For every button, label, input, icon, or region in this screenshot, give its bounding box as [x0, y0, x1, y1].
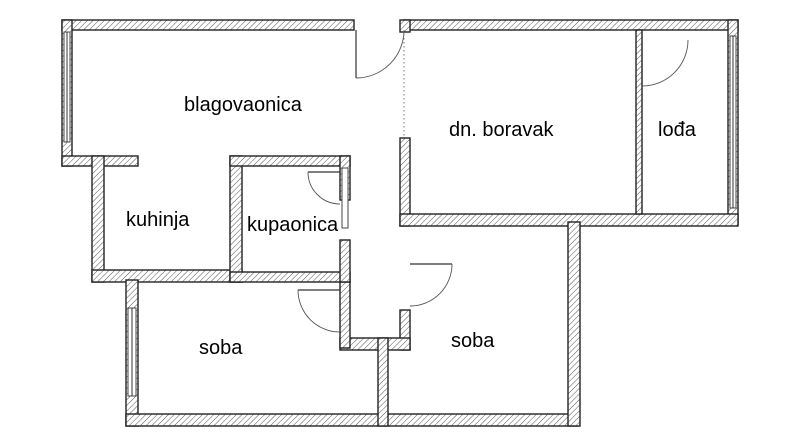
label-soba-left: soba: [199, 337, 243, 359]
wall-bath-right-lower: [339, 239, 351, 283]
label-kuhinja: kuhinja: [126, 209, 190, 231]
wall-partition-living: [399, 19, 411, 33]
wall-kitchen-bottom: [91, 269, 243, 283]
wall-soba-divider: [377, 337, 389, 427]
label-dn-boravak: dn. boravak: [449, 119, 555, 141]
wall-bath-bottom: [229, 271, 351, 283]
wall-bottom: [125, 413, 579, 427]
wall-partition-living-lower: [399, 137, 411, 227]
wall-bath-top: [229, 155, 351, 167]
windows: [63, 31, 737, 397]
wall-soba-left-stub: [339, 281, 351, 349]
label-soba-right: soba: [451, 330, 495, 352]
doors: [297, 29, 689, 333]
label-blagovaonica: blagovaonica: [184, 94, 303, 116]
wall-top-left: [61, 19, 355, 31]
wall-bath-left: [229, 155, 243, 283]
room-labels: blagovaonica dn. boravak lođa kuhinja ku…: [126, 94, 697, 359]
wall-top-right: [403, 19, 739, 31]
label-kupaonica: kupaonica: [247, 214, 339, 236]
window-bath: [341, 167, 349, 229]
wall-loggia-separator: [635, 29, 643, 215]
wall-kitchen-left: [91, 155, 105, 283]
wall-soba-right-right: [567, 221, 581, 427]
label-loda: lođa: [658, 119, 697, 141]
